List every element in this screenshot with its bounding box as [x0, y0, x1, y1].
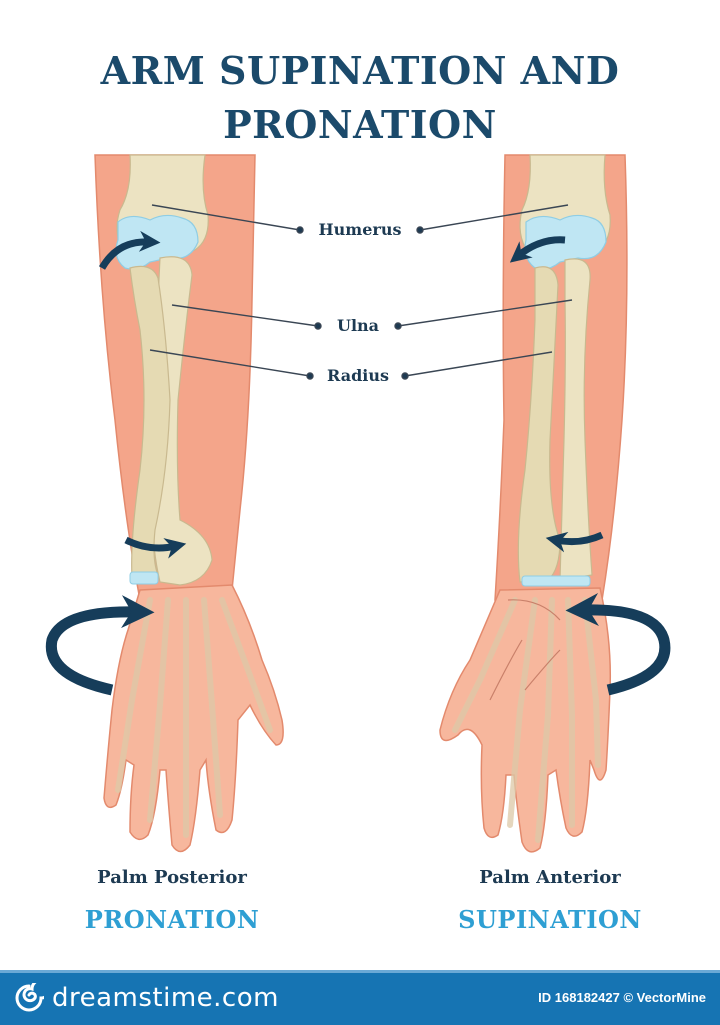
right-hand-bones [452, 597, 601, 843]
footer-bar: dreamstime.com ID 168182427 © VectorMine [0, 970, 720, 1025]
brand-link[interactable]: dreamstime.com [14, 983, 279, 1013]
anatomy-illustration [45, 154, 671, 853]
leader-lines [149, 204, 573, 380]
right-palm-creases [489, 599, 561, 701]
image-credit: ID 168182427 © VectorMine [538, 990, 706, 1005]
left-elbow-rotation-arrow-icon [98, 230, 161, 270]
left-arm-pronation [45, 154, 284, 853]
label-radius: Radius [327, 366, 389, 385]
left-hand-rotation-arrow-icon [45, 595, 155, 696]
right-motion-label: SUPINATION [458, 905, 642, 934]
spiral-logo-icon [15, 983, 44, 1012]
title-line-2: PRONATION [223, 102, 497, 147]
left-wrist-rotation-arrow-icon [124, 536, 187, 559]
left-motion-label: PRONATION [84, 905, 260, 934]
title-line-1: ARM SUPINATION AND [100, 48, 620, 93]
right-caption: Palm Anterior [479, 867, 621, 888]
label-ulna: Ulna [336, 316, 380, 335]
label-humerus: Humerus [318, 220, 402, 239]
right-elbow-rotation-arrow-icon [509, 236, 566, 263]
right-hand-skin [439, 587, 612, 853]
left-hand-bones [115, 597, 273, 838]
right-arm-supination [439, 154, 671, 853]
right-wrist-cartilage [521, 575, 591, 587]
left-wrist-cartilage [129, 571, 159, 585]
brand-name: dreamstime.com [52, 983, 279, 1013]
right-wrist-rotation-arrow-icon [545, 531, 604, 553]
right-hand-rotation-arrow-icon [565, 593, 671, 696]
page-title: ARM SUPINATION AND PRONATION [0, 44, 720, 152]
left-radius [129, 265, 171, 579]
left-caption: Palm Posterior [97, 867, 247, 888]
